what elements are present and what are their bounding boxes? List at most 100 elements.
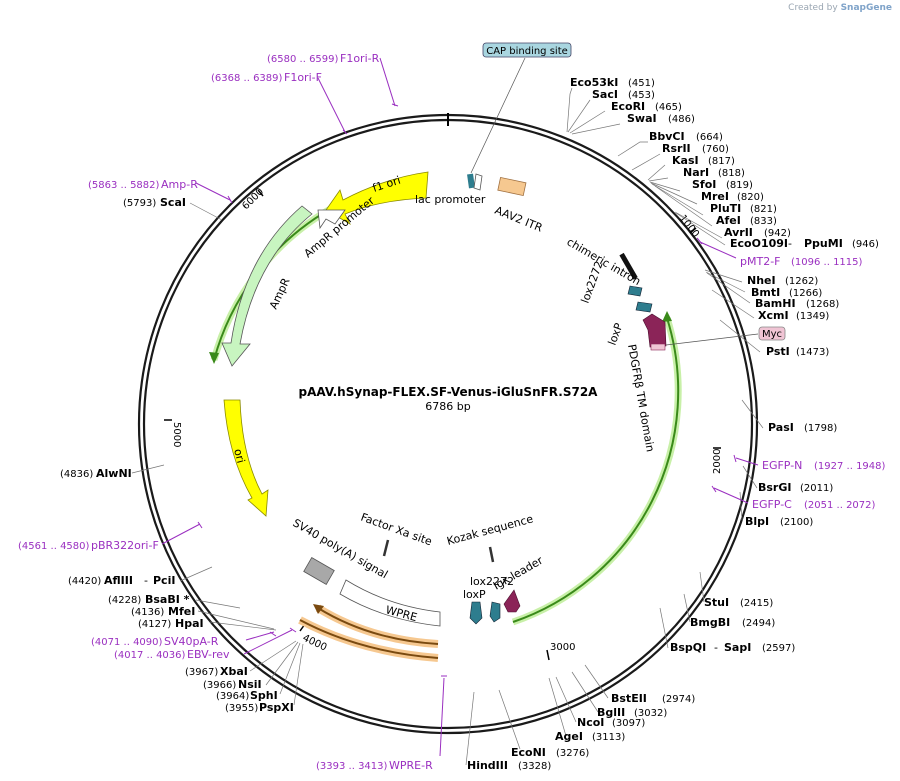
enzyme-nhei: NheI — [747, 274, 776, 287]
lac-promoter-label: lac promoter — [415, 193, 486, 206]
enzyme-sfoi-pos: (819) — [726, 180, 753, 191]
enzyme-pluti: PluTI — [710, 202, 741, 215]
credit-prefix: Created by — [788, 3, 838, 13]
kozak-label: Kozak sequence — [445, 512, 534, 548]
loxp-top-label: loxP — [606, 321, 626, 347]
enzyme-scai: ScaI — [160, 196, 186, 209]
tick-3000: 3000 — [546, 642, 575, 661]
primer-pbr322ori-f: pBR322ori-F — [91, 539, 159, 552]
primer-f1ori-f-range: (6368 .. 6389) — [211, 73, 283, 84]
igk-leader-label: Igκ leader — [491, 554, 546, 593]
enzyme-bglii: BglII — [597, 706, 625, 719]
orange-arc-1 — [317, 607, 439, 645]
enzyme-bbvci: BbvCI — [649, 130, 685, 143]
lox2272-top-marker — [627, 285, 643, 297]
enzyme-separator: - — [714, 641, 718, 654]
enzyme-saci-pos: (453) — [628, 90, 655, 101]
enzyme-rsrii-pos: (760) — [702, 144, 729, 155]
enzyme-bmti: BmtI — [751, 286, 780, 299]
enzyme-xbai-pos: (3967) — [185, 667, 218, 678]
enzyme-nari: NarI — [683, 166, 709, 179]
cds-arc-right — [512, 317, 680, 623]
enzyme-afliii-pos: (4420) — [68, 576, 101, 587]
primer-egfp-c-range: (2051 .. 2072) — [804, 500, 876, 511]
enzyme-sphi-pos: (3964) — [216, 691, 249, 702]
loxp-bottom-marker — [469, 601, 483, 625]
enzyme-afei-pos: (833) — [750, 216, 777, 227]
enzyme-kasi-pos: (817) — [708, 156, 735, 167]
enzyme-pspxi-pos: (3955) — [225, 703, 258, 714]
enzyme-nari-pos: (818) — [718, 168, 745, 179]
primer-f1ori-r: F1ori-R — [340, 52, 380, 65]
primer-pmt2-f: pMT2-F — [740, 255, 781, 268]
enzyme-ppumi: PpuMI — [804, 237, 843, 250]
ampr-arrow — [221, 205, 313, 367]
enzyme-hindiii-pos: (3328) — [518, 761, 551, 772]
svg-text:2000: 2000 — [712, 449, 723, 474]
enzyme-kasi: KasI — [672, 154, 699, 167]
primer-labels: (6580 .. 6599) F1ori-R (6368 .. 6389) F1… — [18, 52, 886, 772]
cap-binding-box — [482, 42, 572, 58]
enzyme-bglii-pos: (3032) — [634, 708, 667, 719]
enzyme-leaders — [131, 87, 764, 766]
enzyme-psti: PstI — [766, 345, 790, 358]
snapgene-logo: SnapGene — [840, 3, 892, 13]
enzyme-agei: AgeI — [555, 730, 583, 743]
enzyme-saci: SacI — [592, 88, 618, 101]
enzyme-bamhi-pos: (1268) — [806, 299, 839, 310]
enzyme-eco53ki-pos: (451) — [628, 78, 655, 89]
enzyme-blpi: BlpI — [745, 515, 769, 528]
enzyme-pluti-pos: (821) — [750, 204, 777, 215]
enzyme-nsii-pos: (3966) — [203, 680, 236, 691]
primer-f1ori-r-range: (6580 .. 6599) — [267, 54, 339, 65]
enzyme-mrei-pos: (820) — [737, 192, 764, 203]
chimeric-intron-label: chimeric intron — [565, 235, 643, 288]
enzyme-bmgbi-pos: (2494) — [742, 618, 775, 629]
enzyme-hindiii: HindIII — [467, 759, 508, 772]
svg-text:3000: 3000 — [550, 642, 575, 653]
enzyme-bsabi-pos: (4228) — [108, 595, 141, 606]
enzyme-ncoi: NcoI — [577, 716, 604, 729]
enzyme-sapi-pos: (2597) — [762, 643, 795, 654]
enzyme-bspqi: BspQI — [670, 641, 706, 654]
ori-arrow — [223, 399, 269, 517]
enzyme-ecoo109i: EcoO109I — [730, 237, 788, 250]
primer-pbr322ori-f-range: (4561 .. 4580) — [18, 541, 90, 552]
cap-binding-label: CAP binding site — [486, 46, 568, 57]
enzyme-pasi-pos: (1798) — [804, 423, 837, 434]
enzyme-mfei-pos: (4136) — [131, 607, 164, 618]
wpre-label: WPRE — [384, 603, 418, 624]
lox2272-top-label: lox2272 — [579, 259, 606, 305]
enzyme-nsii: NsiI — [238, 678, 262, 691]
factor-xa-label: Factor Xa site — [359, 511, 434, 549]
tick-2000: 2000 — [712, 447, 723, 474]
wpre-block — [339, 579, 441, 627]
enzyme-hpai-pos: (4127) — [138, 619, 171, 630]
cap-leader — [470, 57, 526, 174]
enzyme-afliii: AflIII — [104, 574, 133, 587]
enzyme-ecoo109i-pos: (946) — [852, 239, 879, 250]
enzyme-pspxi: PspXI — [259, 701, 294, 714]
plasmid-length: 6786 bp — [425, 400, 470, 413]
primer-f1ori-f: F1ori-F — [284, 71, 322, 84]
enzyme-econi: EcoNI — [511, 746, 546, 759]
enzyme-pasi: PasI — [768, 421, 794, 434]
enzyme-avrii-pos: (942) — [764, 228, 791, 239]
ampr-label: AmpR — [267, 276, 293, 312]
enzyme-bbvci-pos: (664) — [696, 132, 723, 143]
enzyme-xcmi-pos: (1349) — [796, 311, 829, 322]
igk-leader-arrow — [503, 589, 521, 613]
enzyme-scai-pos: (5793) — [123, 198, 156, 209]
lac-promoter-arrow — [473, 173, 483, 191]
enzyme-xbai: XbaI — [220, 665, 248, 678]
loxp-bottom-label: loxP — [463, 588, 486, 601]
primer-egfp-n: EGFP-N — [762, 459, 802, 472]
enzyme-bamhi: BamHI — [755, 297, 796, 310]
primer-leaders — [161, 57, 759, 757]
cds-arc-left-arrow — [209, 352, 219, 364]
factor-xa-marker — [382, 539, 390, 557]
sv40-polya-block — [303, 557, 335, 585]
enzyme-blpi-pos: (2100) — [780, 517, 813, 528]
pdgfr-label: PDGFRβ TM domain — [625, 343, 657, 453]
